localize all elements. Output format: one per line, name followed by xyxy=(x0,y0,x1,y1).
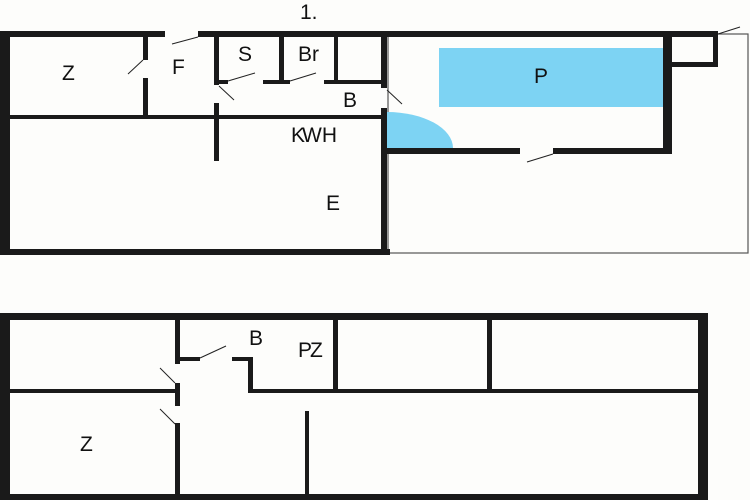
floor-title: 1. xyxy=(300,1,318,24)
room-label-wh: WH xyxy=(302,124,337,147)
door-swing xyxy=(386,89,403,105)
wall xyxy=(248,357,253,393)
room-label-b: B xyxy=(343,89,357,112)
door-swing xyxy=(199,345,227,359)
door-opening xyxy=(381,88,387,108)
door-opening xyxy=(290,80,324,84)
wall xyxy=(305,411,309,496)
upper-floor-plan: Z F S Br B K WH E P xyxy=(0,26,749,255)
door-swing xyxy=(717,26,741,35)
door-opening xyxy=(214,85,219,103)
room-label-p: P xyxy=(534,65,548,88)
door-swing xyxy=(526,153,554,163)
door-opening xyxy=(200,357,232,361)
lower-floor-plan: B P Z Z xyxy=(0,313,708,500)
door-swing xyxy=(159,367,176,384)
wall xyxy=(487,320,492,393)
wall-bottom xyxy=(0,249,390,255)
room-label-f: F xyxy=(172,56,185,79)
room-label-p: P xyxy=(298,339,312,362)
pool-steps xyxy=(387,112,453,148)
door-swing xyxy=(289,72,317,82)
door-opening xyxy=(520,148,553,154)
wall xyxy=(713,31,718,67)
wall xyxy=(279,37,284,84)
wall xyxy=(10,115,385,119)
wall-left xyxy=(0,31,10,255)
door-swing xyxy=(227,72,256,82)
door-opening xyxy=(228,80,263,84)
room-label-z-overlap: Z xyxy=(310,339,323,362)
room-label-k: K xyxy=(291,124,305,147)
door-opening xyxy=(165,31,198,37)
door-swing xyxy=(218,85,235,101)
door-swing xyxy=(171,36,199,45)
door-opening xyxy=(175,364,180,383)
wall xyxy=(668,62,718,67)
wall xyxy=(248,389,700,393)
wall xyxy=(663,37,672,154)
pool xyxy=(439,48,663,107)
door-opening xyxy=(143,60,148,78)
room-label-e: E xyxy=(326,192,340,215)
room-label-z: Z xyxy=(62,62,75,85)
wall-top xyxy=(0,31,718,37)
wall-bottom xyxy=(0,494,708,500)
door-opening xyxy=(175,406,180,423)
room-label-z: Z xyxy=(80,433,93,456)
wall-left xyxy=(0,313,10,500)
room-label-br: Br xyxy=(298,43,319,66)
wall xyxy=(10,389,175,393)
door-swing xyxy=(159,408,176,425)
wall-right xyxy=(698,313,708,500)
wall xyxy=(333,320,338,393)
wall xyxy=(334,37,338,84)
wall xyxy=(381,37,387,255)
door-swing xyxy=(127,59,144,75)
wall-top xyxy=(0,313,708,320)
room-label-b: B xyxy=(249,327,263,350)
room-label-s: S xyxy=(238,43,252,66)
